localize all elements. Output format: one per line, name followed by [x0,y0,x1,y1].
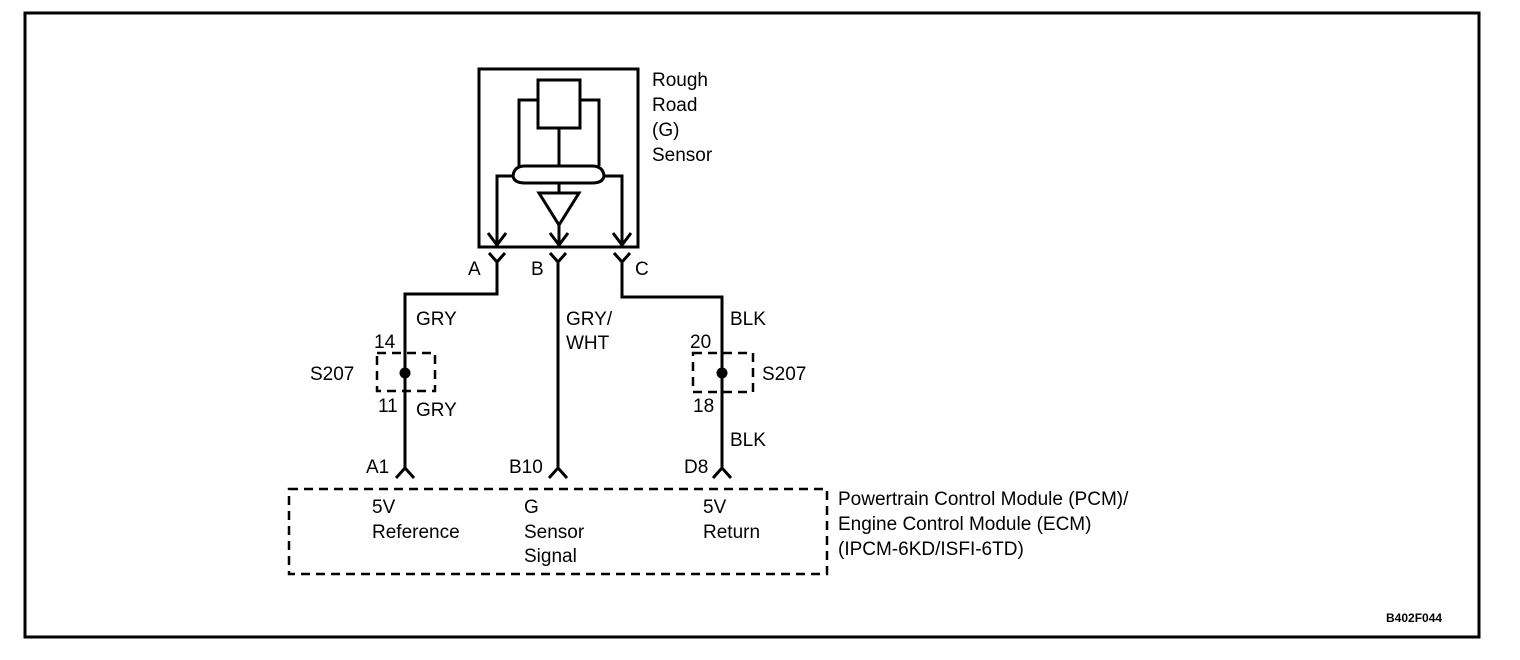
figure-id: B402F044 [1386,611,1442,625]
wire-color-label: GRY [416,400,457,421]
module-box [287,487,829,576]
arrow-down-icon [611,232,633,248]
splice-pin-label: 11 [378,396,398,417]
connector-pin-icon [548,252,568,270]
wire-a: GRY 14 S207 11 GRY A1 [310,270,499,480]
diagram-frame [23,11,1481,639]
module-pin-label: B10 [509,457,543,478]
sensor-title-line: (G) [652,120,679,141]
connector-pin-icon [487,252,507,270]
splice-label: S207 [762,364,806,385]
splice-pin-label: 20 [690,332,711,353]
splice-pin-label: 18 [693,396,714,417]
splice-dot [716,367,728,379]
module-function-label: 5V [372,497,396,518]
wire-color-label: GRY [416,309,457,330]
splice-label: S207 [310,364,354,385]
wire-color-label: WHT [566,333,610,354]
sensor-connector: A B C [468,252,649,280]
splice-pin-label: 14 [374,332,396,353]
module-function-label: Signal [524,546,577,567]
pin-label-b: B [531,259,544,280]
wire-c: BLK 20 S207 18 BLK D8 [620,270,806,480]
module-title-line: (IPCM-6KD/ISFI-6TD) [838,539,1024,560]
wire-color-label: BLK [730,309,766,330]
module-title-line: Engine Control Module (ECM) [838,514,1091,535]
module-function-label: 5V [703,497,727,518]
connector-pin-icon [711,465,733,480]
module-pin-label: D8 [684,457,708,478]
connector-pin-icon [394,465,416,480]
module-function-label: Sensor [524,522,585,543]
module-function-label: G [524,497,539,518]
sensor-title-line: Sensor [652,145,713,166]
module-function-label: Reference [372,522,460,543]
pin-label-a: A [468,259,481,280]
pin-label-c: C [635,259,649,280]
control-module: 5V Reference G Sensor Signal 5V Return P… [287,487,1129,576]
sensor-title-line: Road [652,95,697,116]
sensor-base [511,164,606,185]
connector-pin-icon [547,465,569,480]
wire-b: GRY/ WHT B10 [509,270,613,480]
module-function-label: Return [703,522,760,543]
module-pin-label: A1 [366,457,389,478]
amplifier-icon [536,191,582,228]
arrow-down-icon [486,232,508,248]
splice-box [375,351,437,393]
module-title-line: Powertrain Control Module (PCM)/ [838,489,1129,510]
rough-road-sensor: Rough Road (G) Sensor [477,67,713,249]
wire-color-label: GRY/ [566,309,613,330]
sensor-mass-element [536,78,582,130]
splice-dot [399,367,411,379]
connector-pin-icon [612,252,632,270]
splice-box [691,351,755,394]
wire-color-label: BLK [730,430,766,451]
arrow-down-icon [548,232,570,248]
sensor-title-line: Rough [652,70,708,91]
